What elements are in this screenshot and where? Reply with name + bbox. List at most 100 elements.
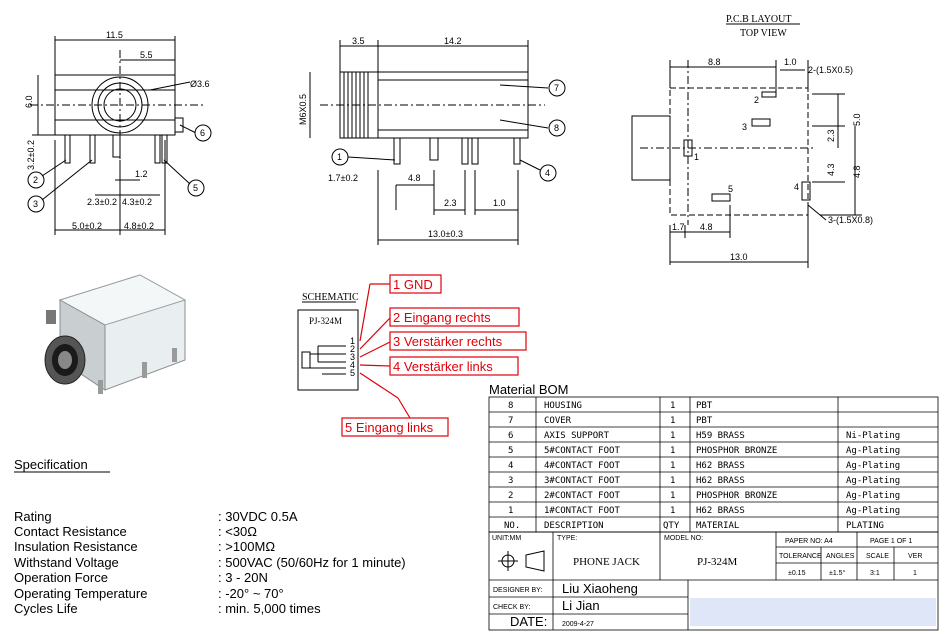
annotation-box-4: [389, 356, 519, 376]
product-photo: [44, 274, 187, 394]
side-callouts: 1 4 7 8: [331, 79, 566, 182]
front-dim-span-a: 5.0±0.2: [72, 221, 102, 231]
pcb-dim-pitch: 4.8: [700, 222, 713, 232]
front-view-labels: 11.5 5.5 6.0 Ø3.6 3.2±0.2 1.2 2.3±0.2 4.…: [24, 30, 210, 231]
front-dim-pitch-b: 4.3±0.2: [122, 197, 152, 207]
schematic-pin-3: 3: [350, 352, 355, 362]
bom-row-8: 8 HOUSING 1 PBT: [508, 401, 713, 411]
spec-label-contact: Contact Resistance: [14, 524, 127, 539]
front-view: [30, 36, 205, 235]
schematic-pin-2: 2: [350, 344, 355, 354]
annotation-eingang-links: 5 Eingang links: [345, 420, 434, 435]
bom-title: Material BOM: [489, 382, 568, 397]
schematic-pin-4: 4: [350, 360, 355, 370]
annotation-verstaerker-rechts: 3 Verstärker rechts: [393, 334, 503, 349]
pcb-dim-height-a: 5.0: [852, 113, 862, 126]
tb-angles-label: ANGLES: [826, 553, 855, 560]
callout-3: 3: [33, 199, 38, 209]
spec-value-temperature: : -20° ~ 70°: [218, 586, 284, 601]
bom-cell: 4: [508, 461, 513, 471]
pcb-dim-height-d: 4.8: [852, 165, 862, 178]
tb-type-label: TYPE:: [557, 535, 577, 542]
bom-cell: 5#CONTACT FOOT: [544, 446, 620, 456]
bom-cell: 4#CONTACT FOOT: [544, 461, 620, 471]
schematic-pin-1: 1: [350, 336, 355, 346]
pcb-pin-5: 5: [728, 184, 733, 194]
pcb-subtitle: TOP VIEW: [740, 28, 787, 39]
spec-value-contact: : <30Ω: [218, 524, 257, 539]
tb-type-value: PHONE JACK: [573, 556, 640, 568]
annotation-box-1: [389, 274, 442, 294]
bom-cell: 3: [508, 476, 513, 486]
side-dim-body-len: 14.2: [444, 36, 462, 46]
bom-row-3: 3 3#CONTACT FOOT 1 H62 BRASS Ag-Plating: [508, 476, 900, 486]
spec-value-withstand: : 500VAC (50/60Hz for 1 minute): [218, 555, 406, 570]
annotation-eingang-rechts: 2 Eingang rechts: [393, 310, 491, 325]
side-dim-small-b: 1.0: [493, 198, 506, 208]
side-dim-offset: 1.7±0.2: [328, 173, 358, 183]
spec-label-force: Operation Force: [14, 570, 108, 585]
bom-row-2: 2 2#CONTACT FOOT 1 PHOSPHOR BRONZE Ag-Pl…: [508, 491, 900, 501]
tb-ver-value: 1: [913, 570, 917, 577]
callout-2: 2: [33, 175, 38, 185]
bom-header-cell: NO.: [504, 521, 520, 531]
bom-cell: 1: [670, 476, 675, 486]
pcb-pin-2: 2: [754, 95, 759, 105]
tb-date-value: 2009-4-27: [562, 621, 594, 628]
annotation-gnd: 1 GND: [393, 277, 433, 292]
bom-cell: H62 BRASS: [696, 476, 745, 486]
spec-label-insulation: Insulation Resistance: [14, 539, 138, 554]
schematic-pin-5: 5: [350, 368, 355, 378]
tb-page-label: PAGE 1 OF 1: [870, 538, 912, 545]
schematic-title: SCHEMATIC: [302, 292, 359, 303]
bom-cell: PHOSPHOR BRONZE: [696, 491, 777, 501]
bom-cell: PBT: [696, 416, 713, 426]
tb-angles-value: ±1.5°: [829, 569, 846, 577]
pcb-dim-slot-b: 3-(1.5X0.8): [828, 215, 873, 225]
bom-cell: 1: [670, 491, 675, 501]
spec-value-insulation: : >100MΩ: [218, 539, 275, 554]
bom-cell: HOUSING: [544, 401, 582, 411]
tb-tolerance-value: ±0.15: [788, 570, 806, 577]
callout-4: 4: [545, 168, 550, 178]
bom-row-5: 5 5#CONTACT FOOT 1 PHOSPHOR BRONZE Ag-Pl…: [508, 446, 900, 456]
bom-cell: Ag-Plating: [846, 446, 900, 456]
side-dim-thread: M6X0.5: [298, 94, 308, 125]
pcb-layout: [631, 23, 862, 268]
pcb-title: P.C.B LAYOUT: [726, 14, 791, 25]
pin-annotations: 1 GND 2 Eingang rechts 3 Verstärker rech…: [341, 274, 527, 437]
bom-cell: 1: [670, 506, 675, 516]
bom-row-4: 4 4#CONTACT FOOT 1 H62 BRASS Ag-Plating: [508, 461, 900, 471]
bom-cell: Ag-Plating: [846, 491, 900, 501]
front-dim-span-b: 4.8±0.2: [124, 221, 154, 231]
tb-designer-value: Liu Xiaoheng: [562, 581, 638, 596]
bom-cell: 1: [670, 446, 675, 456]
spec-label-withstand: Withstand Voltage: [14, 555, 119, 570]
pcb-dim-height-b: 2.3: [826, 129, 836, 142]
bom-cell: COVER: [544, 416, 572, 426]
bom-row-7: 7 COVER 1 PBT: [508, 416, 713, 426]
spec-label-temperature: Operating Temperature: [14, 586, 147, 601]
bom-row-6: 6 AXIS SUPPORT 1 H59 BRASS Ni-Plating: [508, 431, 900, 441]
side-dim-small-a: 2.3: [444, 198, 457, 208]
front-dim-offset: 5.5: [140, 50, 153, 60]
tb-scale-label: SCALE: [866, 553, 889, 560]
bom-cell: Ni-Plating: [846, 431, 900, 441]
title-block: UNIT:MM TYPE: PHONE JACK MODEL NO: PJ-32…: [488, 531, 939, 631]
pcb-dim-offset: 1.7: [672, 222, 685, 232]
tb-check-label: CHECK BY:: [493, 604, 530, 611]
spec-heading: Specification: [14, 457, 88, 472]
bom-cell: 8: [508, 401, 513, 411]
bom-cell: AXIS SUPPORT: [544, 431, 610, 441]
tb-paper-label: PAPER NO: A4: [785, 538, 833, 545]
bom-header-cell: DESCRIPTION: [544, 521, 604, 531]
bom-cell: 7: [508, 416, 513, 426]
bom-cell: Ag-Plating: [846, 506, 900, 516]
tb-ver-label: VER: [908, 553, 922, 560]
front-dim-pitch-a: 2.3±0.2: [87, 197, 117, 207]
tb-model-value: PJ-324M: [697, 556, 738, 568]
pcb-dim-height-c: 4.3: [826, 163, 836, 176]
pcb-labels: P.C.B LAYOUT TOP VIEW 8.8 1.0 2-(1.5X0.5…: [672, 14, 873, 262]
bom-cell: PBT: [696, 401, 713, 411]
bom-cell: 1: [670, 401, 675, 411]
